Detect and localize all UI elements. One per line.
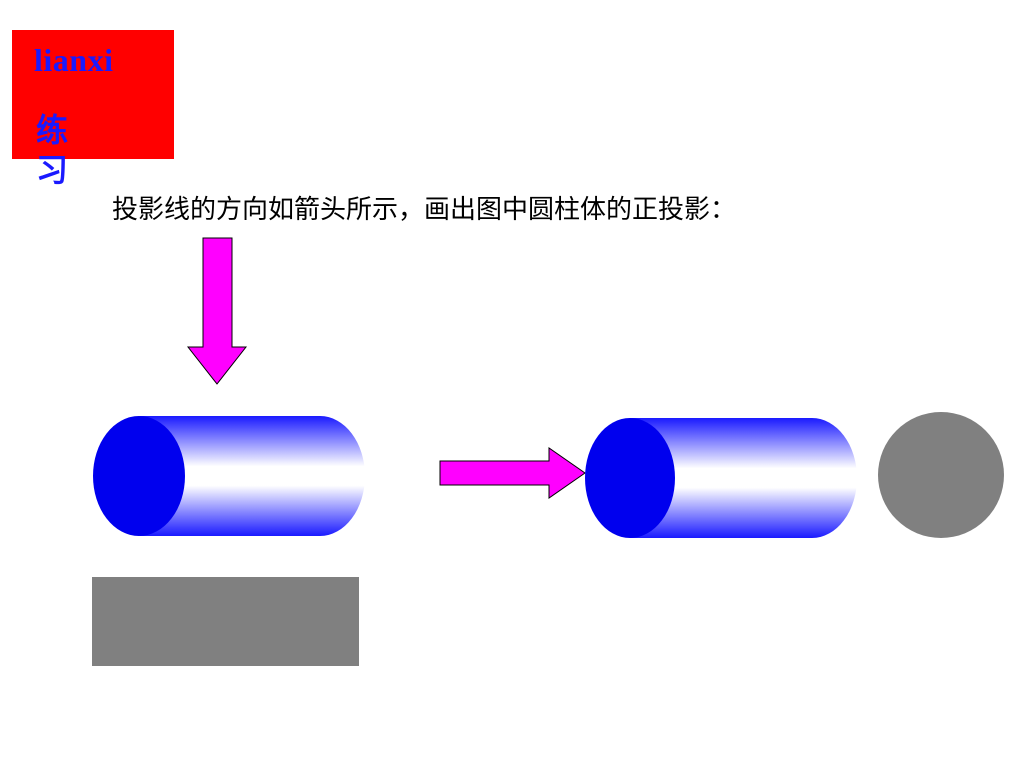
rectangle-projection — [92, 577, 359, 666]
badge-latin-label: lianxi — [34, 42, 114, 78]
left-cylinder-cap — [93, 416, 185, 536]
instruction-text: 投影线的方向如箭头所示，画出图中圆柱体的正投影： — [112, 195, 737, 225]
left-cylinder — [93, 416, 365, 536]
exercise-badge: lianxi 练 习 — [12, 30, 174, 189]
circle-projection — [878, 412, 1004, 538]
right-arrow-icon — [439, 447, 586, 499]
right-cylinder — [585, 418, 857, 538]
right-cylinder-cap — [585, 418, 675, 538]
right-cylinder-body — [630, 418, 857, 538]
badge-chinese-label: 练 习 — [36, 111, 93, 189]
down-arrow-icon — [186, 237, 248, 385]
left-cylinder-body — [140, 416, 365, 536]
